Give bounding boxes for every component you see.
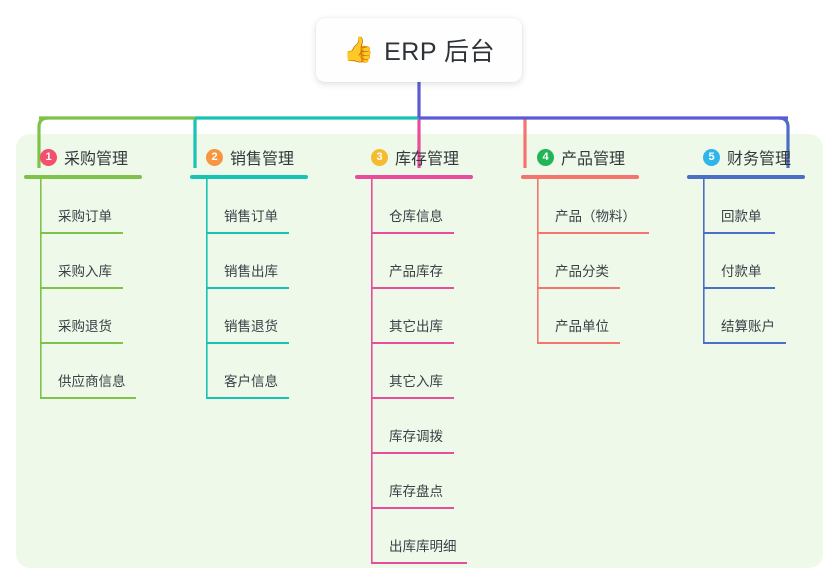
branch-underline-1 <box>24 175 142 179</box>
root-title: ERP 后台 <box>384 38 496 66</box>
leaf-label: 销售订单 <box>224 209 278 224</box>
leaf-node[interactable]: 其它入库 <box>371 344 473 399</box>
leaf-node[interactable]: 采购订单 <box>40 179 142 234</box>
branch-items-1: 采购订单采购入库采购退货供应商信息 <box>24 179 142 399</box>
leaf-underline <box>371 507 454 509</box>
leaf-label: 仓库信息 <box>389 209 443 224</box>
leaf-label: 付款单 <box>721 264 762 279</box>
leaf-underline <box>537 232 649 234</box>
branch-badge-2: 2 <box>206 148 223 166</box>
branch-header-1[interactable]: 1 采购管理 <box>24 146 142 168</box>
leaf-label: 产品单位 <box>555 319 609 334</box>
branch-header-4[interactable]: 4 产品管理 <box>521 146 639 168</box>
leaf-underline <box>703 232 775 234</box>
leaf-underline <box>371 452 454 454</box>
leaf-label: 回款单 <box>721 209 762 224</box>
branch-items-4: 产品（物料） 产品分类产品单位 <box>521 179 649 344</box>
leaf-underline <box>40 397 136 399</box>
leaf-node[interactable]: 供应商信息 <box>40 344 142 399</box>
branch-header-3[interactable]: 3 库存管理 <box>355 146 473 168</box>
leaf-underline <box>206 287 289 289</box>
branch-underline-4 <box>521 175 639 179</box>
branch-title-1: 采购管理 <box>64 151 129 168</box>
leaf-label: 销售退货 <box>224 319 278 334</box>
leaf-node[interactable]: 产品分类 <box>537 234 639 289</box>
branch-column-2: 2 销售管理销售订单销售出库销售退货客户信息 <box>190 146 308 399</box>
branch-underline-3 <box>355 175 473 179</box>
branch-badge-3: 3 <box>371 148 388 166</box>
leaf-label: 产品库存 <box>389 264 443 279</box>
leaf-node[interactable]: 销售订单 <box>206 179 308 234</box>
content-panel <box>16 134 823 568</box>
branch-header-5[interactable]: 5 财务管理 <box>687 146 805 168</box>
leaf-label: 销售出库 <box>224 264 278 279</box>
leaf-node[interactable]: 库存调拨 <box>371 399 473 454</box>
leaf-node[interactable]: 回款单 <box>703 179 805 234</box>
leaf-label: 出库库明细 <box>389 539 457 554</box>
leaf-node[interactable]: 结算账户 <box>703 289 805 344</box>
leaf-label: 采购订单 <box>58 209 112 224</box>
leaf-node[interactable]: 销售出库 <box>206 234 308 289</box>
leaf-underline <box>40 232 123 234</box>
leaf-node[interactable]: 采购入库 <box>40 234 142 289</box>
leaf-label: 采购入库 <box>58 264 112 279</box>
branch-badge-5: 5 <box>703 148 720 166</box>
leaf-node[interactable]: 库存盘点 <box>371 454 473 509</box>
leaf-underline <box>371 562 467 564</box>
leaf-label: 库存调拨 <box>389 429 443 444</box>
leaf-label: 其它出库 <box>389 319 443 334</box>
branch-title-2: 销售管理 <box>230 151 295 168</box>
leaf-node[interactable]: 产品库存 <box>371 234 473 289</box>
leaf-node[interactable]: 其它出库 <box>371 289 473 344</box>
branch-column-3: 3 库存管理仓库信息产品库存其它出库其它入库库存调拨库存盘点出库库明细 <box>355 146 473 564</box>
leaf-node[interactable]: 出库库明细 <box>371 509 473 564</box>
branch-badge-1: 1 <box>40 148 57 166</box>
leaf-underline <box>371 397 454 399</box>
branch-badge-4: 4 <box>537 148 554 166</box>
leaf-underline <box>537 342 620 344</box>
leaf-node[interactable]: 销售退货 <box>206 289 308 344</box>
leaf-underline <box>371 232 454 234</box>
root-node-card[interactable]: 👍 ERP 后台 <box>316 18 522 82</box>
leaf-label: 库存盘点 <box>389 484 443 499</box>
leaf-underline <box>371 342 454 344</box>
leaf-node[interactable]: 采购退货 <box>40 289 142 344</box>
leaf-node[interactable]: 客户信息 <box>206 344 308 399</box>
leaf-underline <box>537 287 620 289</box>
branch-column-1: 1 采购管理采购订单采购入库采购退货供应商信息 <box>24 146 142 399</box>
leaf-underline <box>206 342 289 344</box>
leaf-underline <box>40 342 123 344</box>
leaf-label: 其它入库 <box>389 374 443 389</box>
branch-header-2[interactable]: 2 销售管理 <box>190 146 308 168</box>
leaf-node[interactable]: 产品单位 <box>537 289 639 344</box>
leaf-underline <box>703 342 786 344</box>
branch-items-3: 仓库信息产品库存其它出库其它入库库存调拨库存盘点出库库明细 <box>355 179 473 564</box>
branch-underline-5 <box>687 175 805 179</box>
branch-items-5: 回款单付款单结算账户 <box>687 179 805 344</box>
leaf-underline <box>703 287 775 289</box>
leaf-label: 产品分类 <box>555 264 609 279</box>
branch-column-4: 4 产品管理产品（物料） 产品分类产品单位 <box>521 146 649 344</box>
leaf-underline <box>206 232 289 234</box>
branch-underline-2 <box>190 175 308 179</box>
leaf-label: 结算账户 <box>721 319 775 334</box>
leaf-underline <box>40 287 123 289</box>
branch-title-5: 财务管理 <box>727 151 792 168</box>
leaf-label: 采购退货 <box>58 319 112 334</box>
leaf-underline <box>371 287 454 289</box>
leaf-label: 产品（物料） <box>555 209 636 224</box>
branch-column-5: 5 财务管理回款单付款单结算账户 <box>687 146 805 344</box>
branch-items-2: 销售订单销售出库销售退货客户信息 <box>190 179 308 399</box>
branch-title-4: 产品管理 <box>561 151 626 168</box>
leaf-label: 客户信息 <box>224 374 278 389</box>
leaf-label: 供应商信息 <box>58 374 126 389</box>
leaf-underline <box>206 397 289 399</box>
branch-title-3: 库存管理 <box>395 151 460 168</box>
leaf-node[interactable]: 产品（物料） <box>537 179 649 234</box>
leaf-node[interactable]: 付款单 <box>703 234 805 289</box>
leaf-node[interactable]: 仓库信息 <box>371 179 473 234</box>
thumbs-up-emoji: 👍 <box>342 35 375 64</box>
